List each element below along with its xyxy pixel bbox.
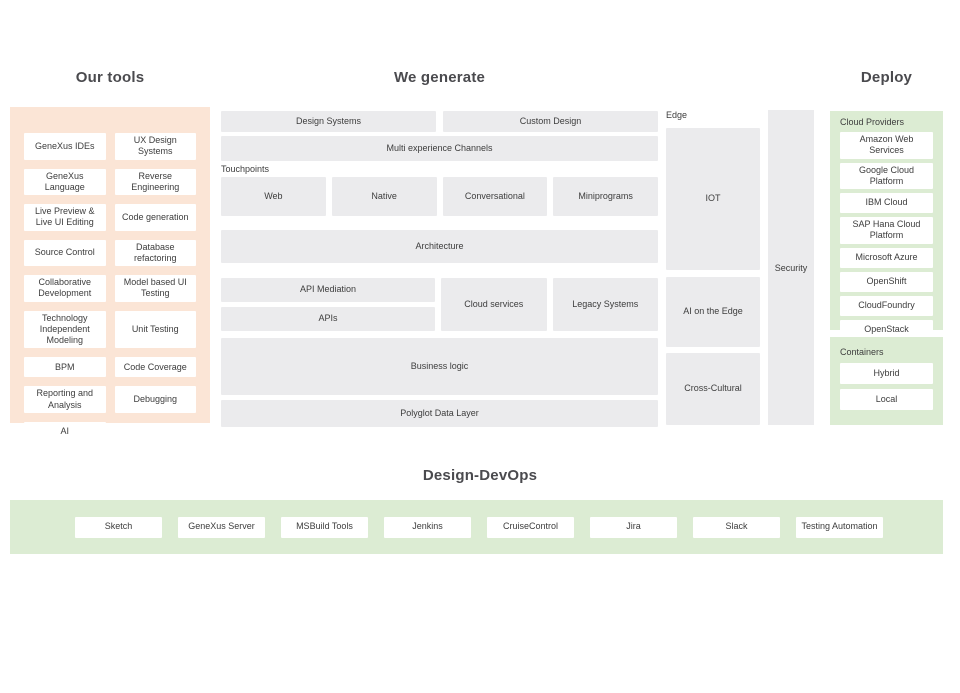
devops-jenkins: Jenkins (384, 516, 471, 538)
provider-ibm-cloud: IBM Cloud (840, 193, 933, 213)
devops-sketch: Sketch (75, 516, 162, 538)
we-generate-area: Design Systems Custom Design Multi exper… (221, 107, 658, 427)
tool-code-generation: Code generation (114, 204, 196, 231)
generate-legacy-systems: Legacy Systems (552, 278, 658, 331)
provider-cloudfoundry: CloudFoundry (840, 295, 933, 316)
tool-ai: AI (24, 421, 106, 442)
devops-cruisecontrol: CruiseControl (487, 516, 574, 538)
section-title-we-generate: We generate (393, 69, 486, 86)
generate-business-logic: Business logic (221, 338, 658, 395)
api-stack: API Mediation APIs (221, 278, 435, 331)
devops-jira: Jira (590, 516, 677, 538)
generate-apis: APIs (221, 307, 435, 331)
tool-live-preview-ui-editing: Live Preview & Live UI Editing (24, 204, 106, 231)
tool-technology-independent-modeling: Technology Independent Modeling (24, 310, 106, 349)
business-logic-row: Business logic (221, 338, 658, 395)
section-title-our-tools: Our tools (75, 69, 145, 86)
tool-source-control: Source Control (24, 239, 106, 266)
edge-iot: IOT (666, 128, 760, 270)
tool-reporting-and-analysis: Reporting and Analysis (24, 386, 106, 413)
generate-multi-experience-channels: Multi experience Channels (221, 136, 658, 161)
security-column: Security (768, 110, 814, 425)
edge-column: Edge IOT AI on the Edge Cross-Cultural (666, 107, 760, 425)
tool-model-based-ui-testing: Model based UI Testing (114, 275, 196, 302)
design-devops-band: Sketch GeneXus Server MSBuild Tools Jenk… (10, 500, 943, 554)
containers-label: Containers (840, 347, 884, 357)
provider-amazon-web-services: Amazon Web Services (840, 132, 933, 159)
cloud-providers-panel: Cloud Providers Amazon Web Services Goog… (830, 111, 943, 340)
generate-cloud-services: Cloud services (441, 278, 547, 331)
architecture-row: Architecture (221, 230, 658, 263)
tool-collaborative-development: Collaborative Development (24, 275, 106, 302)
multi-experience-row: Multi experience Channels (221, 136, 658, 161)
edge-cross-cultural: Cross-Cultural (666, 353, 760, 425)
generate-architecture: Architecture (221, 230, 658, 263)
tool-bpm: BPM (24, 357, 106, 378)
touchpoints-label: Touchpoints (221, 164, 270, 174)
generate-design-systems: Design Systems (221, 111, 436, 132)
tool-database-refactoring: Database refactoring (114, 239, 196, 266)
tool-debugging: Debugging (114, 386, 196, 413)
devops-msbuild-tools: MSBuild Tools (281, 516, 368, 538)
generate-polyglot-data-layer: Polyglot Data Layer (221, 400, 658, 427)
section-title-design-devops: Design-DevOps (422, 467, 538, 484)
section-title-deploy: Deploy (860, 69, 913, 86)
api-row: API Mediation APIs Cloud services Legacy… (221, 278, 658, 331)
tool-genexus-ides: GeneXus IDEs (24, 133, 106, 160)
devops-slack: Slack (693, 516, 780, 538)
generate-api-mediation: API Mediation (221, 278, 435, 302)
our-tools-panel: GeneXus IDEs UX Design Systems GeneXus L… (10, 107, 210, 442)
container-local: Local (840, 389, 933, 410)
containers-panel: Containers Hybrid Local (830, 337, 943, 425)
tool-genexus-language: GeneXus Language (24, 168, 106, 195)
cloud-providers-label: Cloud Providers (840, 117, 905, 127)
tool-code-coverage: Code Coverage (114, 357, 196, 378)
our-tools-grid: GeneXus IDEs UX Design Systems GeneXus L… (24, 133, 196, 442)
touchpoint-miniprograms: Miniprograms (553, 177, 658, 216)
touchpoint-web: Web (221, 177, 326, 216)
devops-genexus-server: GeneXus Server (178, 516, 265, 538)
devops-testing-automation: Testing Automation (796, 516, 883, 538)
polyglot-row: Polyglot Data Layer (221, 400, 658, 427)
touchpoint-native: Native (331, 177, 437, 216)
tool-unit-testing: Unit Testing (114, 310, 196, 349)
provider-openstack: OpenStack (840, 319, 933, 340)
edge-ai-on-the-edge: AI on the Edge (666, 277, 760, 347)
generate-custom-design: Custom Design (443, 111, 658, 132)
provider-openshift: OpenShift (840, 271, 933, 292)
tool-ux-design-systems: UX Design Systems (114, 133, 196, 160)
touchpoints-row: Web Native Conversational Miniprograms (221, 177, 658, 216)
touchpoint-conversational: Conversational (442, 177, 548, 216)
edge-label: Edge (666, 110, 688, 120)
provider-microsoft-azure: Microsoft Azure (840, 247, 933, 268)
design-row: Design Systems Custom Design (221, 111, 658, 132)
tool-reverse-engineering: Reverse Engineering (114, 168, 196, 195)
provider-sap-hana-cloud-platform: SAP Hana Cloud Platform (840, 217, 933, 244)
provider-google-cloud-platform: Google Cloud Platform (840, 162, 933, 189)
container-hybrid: Hybrid (840, 363, 933, 384)
